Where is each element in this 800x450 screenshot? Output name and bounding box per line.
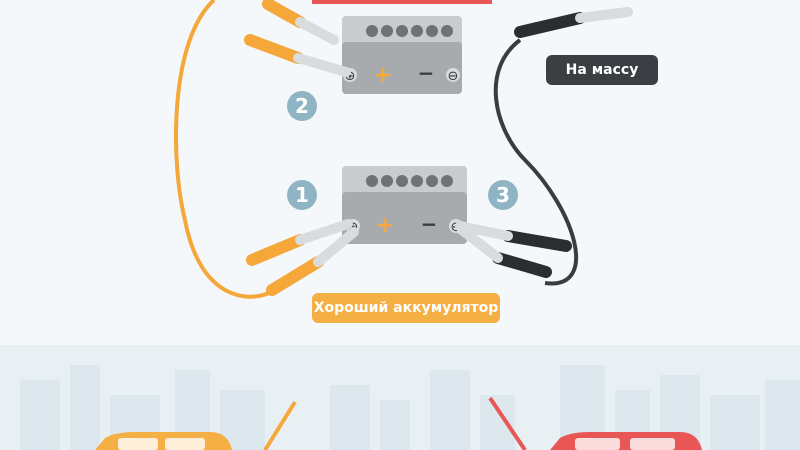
red-cable [173, 0, 277, 299]
ground-label: На массу [546, 55, 658, 85]
good-battery [342, 166, 467, 244]
top-label-edge [312, 0, 492, 4]
dead-battery-minus-terminal: ⊖ [448, 69, 459, 84]
dead-battery-plus-sign: + [374, 63, 392, 88]
step-1-badge: 1 [287, 180, 317, 210]
dead-battery [342, 16, 462, 94]
step-3-badge: 3 [488, 180, 518, 210]
dead-battery-plus-terminal: ⊕ [345, 69, 356, 84]
step-2-badge: 2 [287, 91, 317, 121]
orange-clamp-bottom-2 [266, 227, 359, 296]
good-battery-plus-sign: + [376, 213, 394, 238]
dead-battery-minus-sign: − [418, 61, 435, 85]
car-right [550, 432, 702, 450]
good-battery-label: Хороший аккумулятор [312, 293, 500, 323]
cable-to-right-car [488, 396, 527, 450]
orange-clamp-top-1 [262, 0, 339, 45]
orange-clamp-bottom-1 [246, 219, 353, 266]
orange-clamp-top-2 [244, 34, 351, 77]
black-cable [493, 38, 579, 286]
black-clamp-bottom-2 [457, 225, 552, 278]
car-left [95, 432, 232, 450]
good-battery-minus-sign: − [421, 212, 438, 236]
black-clamp-top [514, 7, 633, 38]
cable-to-left-car [263, 400, 297, 450]
black-clamp-bottom-1 [455, 221, 572, 252]
